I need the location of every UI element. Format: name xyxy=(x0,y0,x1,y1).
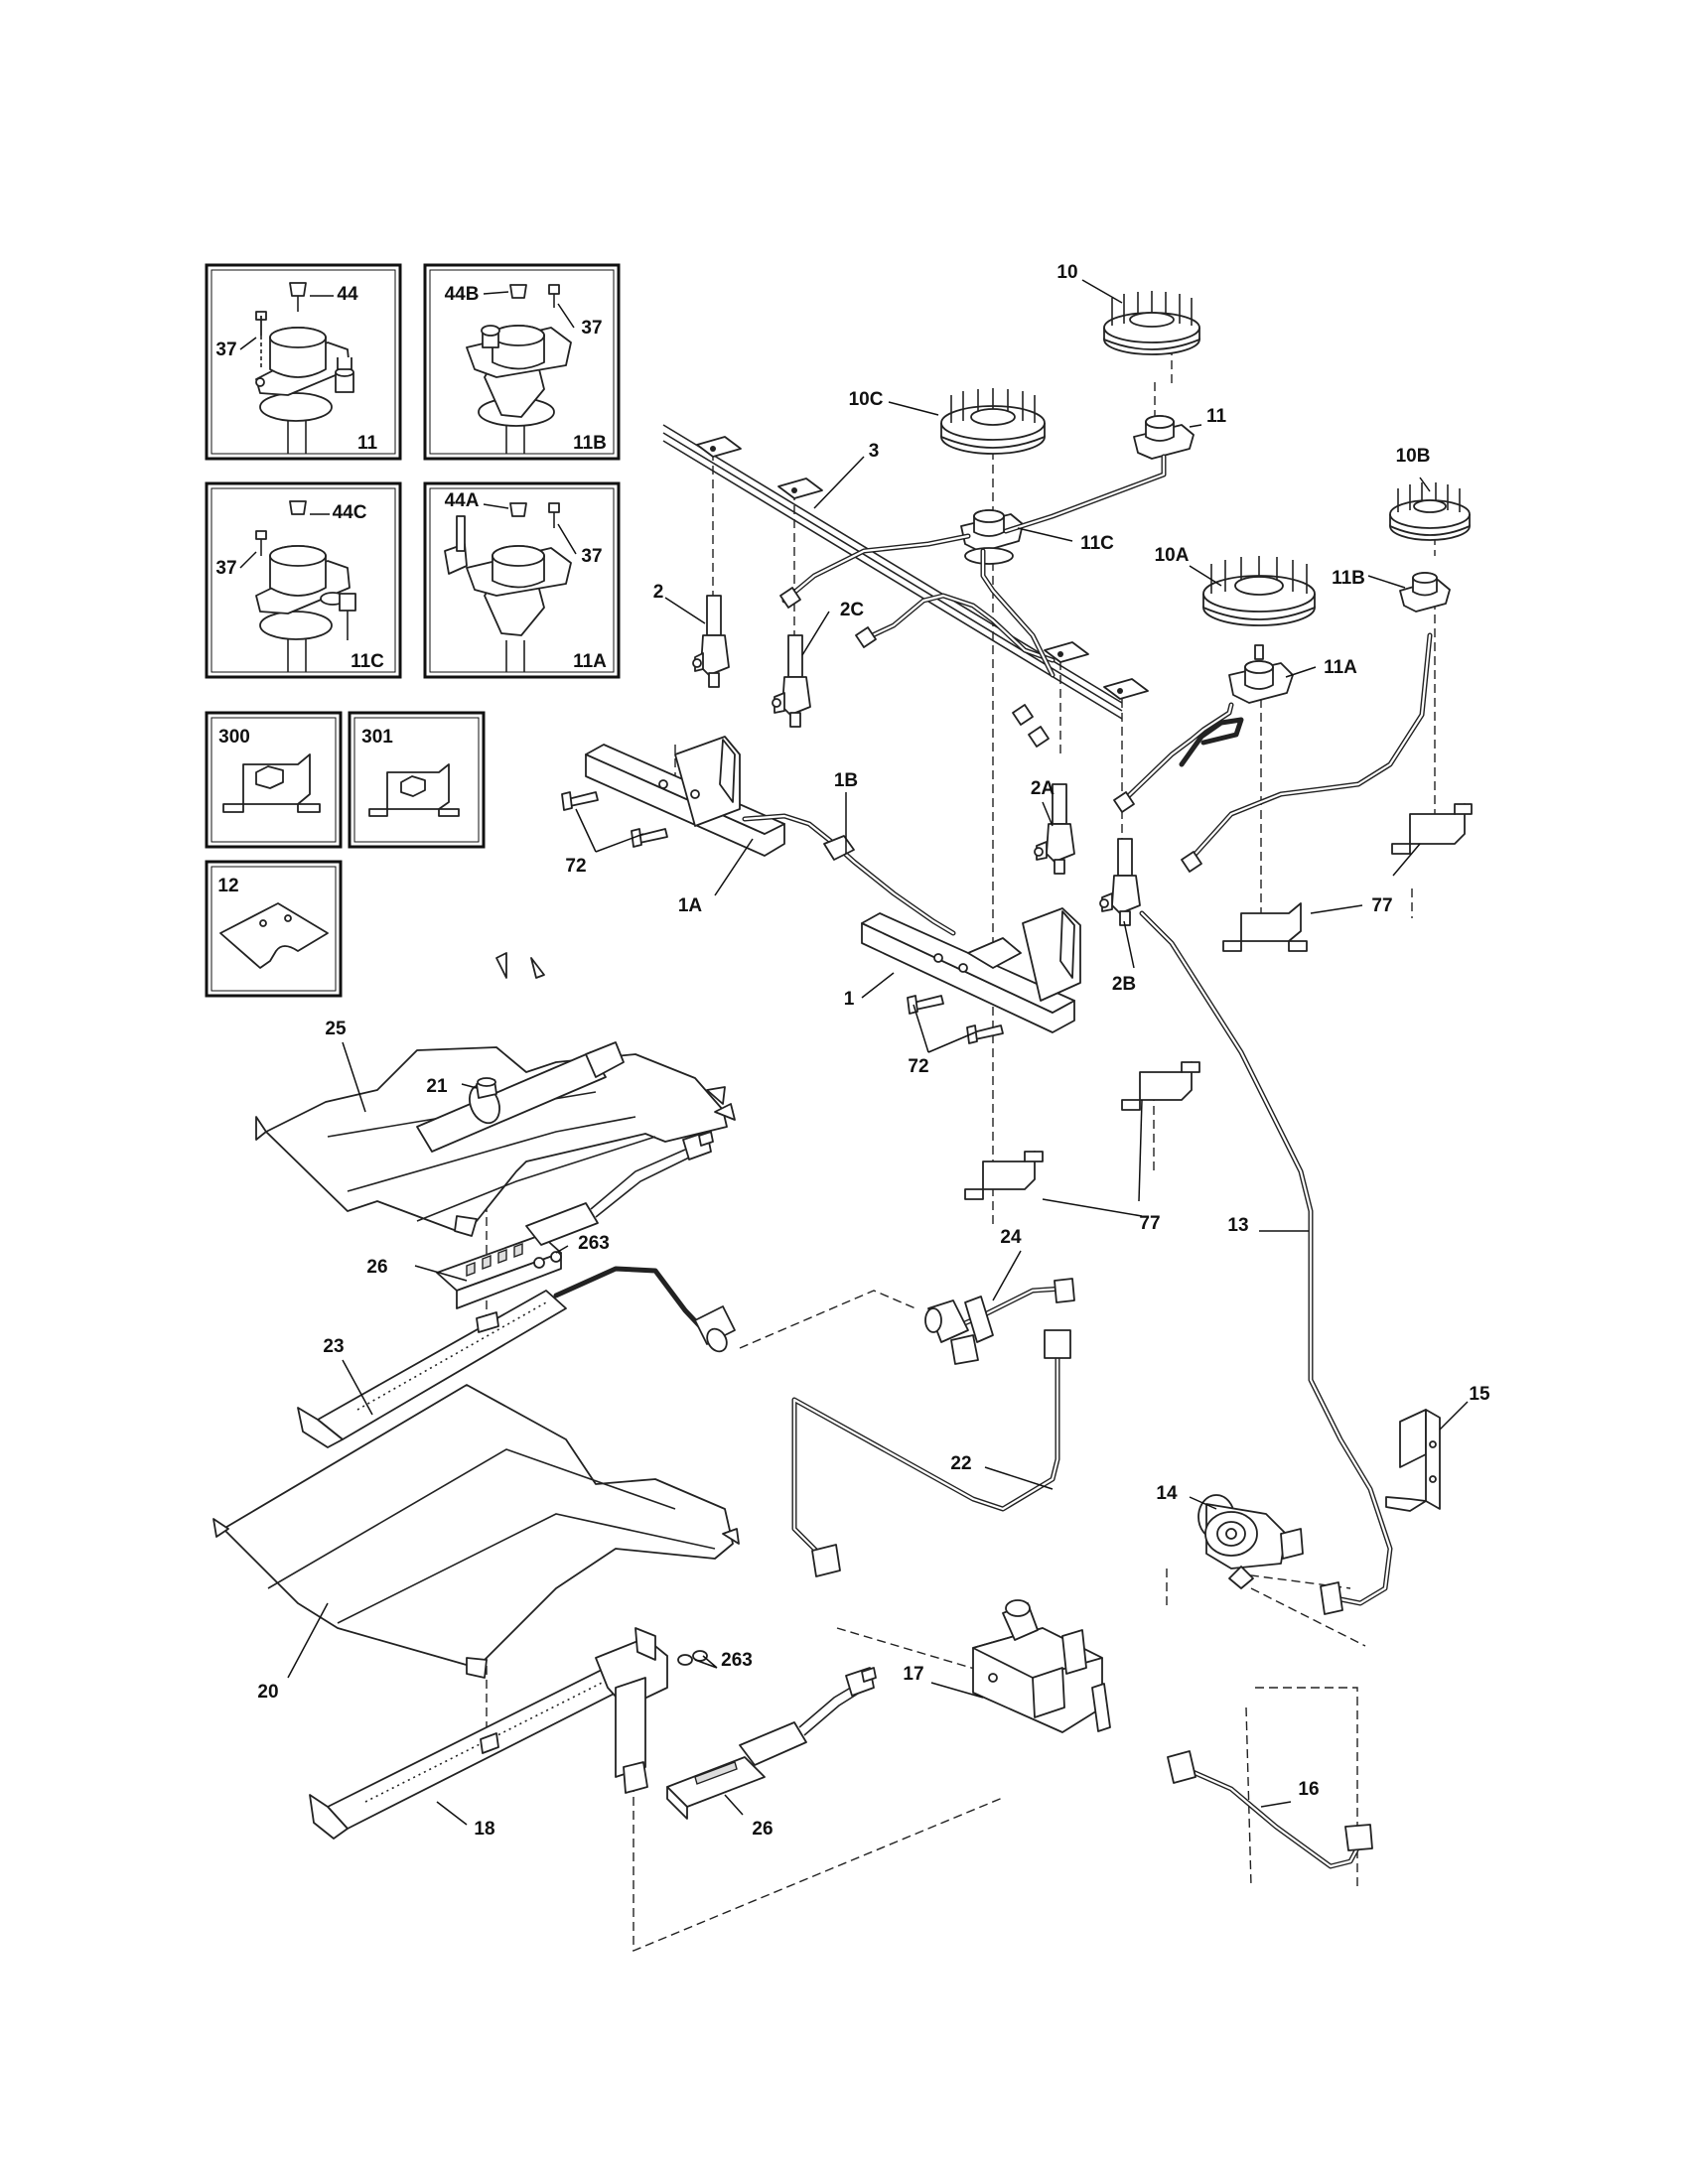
manifold-1 xyxy=(861,907,1081,1033)
inset-11A-caption: 11A xyxy=(573,651,607,672)
callout-26-lower: 26 xyxy=(752,1819,773,1840)
callout-18: 18 xyxy=(474,1819,494,1840)
inset-11B-caption: 11B xyxy=(573,433,607,454)
inset-11C-label-37: 37 xyxy=(215,558,236,579)
callout-1: 1 xyxy=(844,989,855,1010)
manifold-1A xyxy=(585,736,956,936)
callout-263-lower: 263 xyxy=(721,1650,753,1671)
callout-3: 3 xyxy=(869,441,880,462)
callout-1B: 1B xyxy=(834,770,858,791)
callout-11C-main: 11C xyxy=(1080,533,1114,554)
inset-box-11B: 11B 44B 37 xyxy=(423,263,621,461)
valve-2C xyxy=(772,634,811,728)
callout-2A: 2A xyxy=(1031,778,1055,799)
inset-11-caption: 11 xyxy=(357,433,378,454)
inset-11A-label-44A: 44A xyxy=(445,490,480,511)
callout-77-lower: 77 xyxy=(1139,1213,1160,1234)
bracket-77-right-a xyxy=(1222,902,1308,952)
tube-22 xyxy=(791,1329,1071,1577)
washers-263-lower xyxy=(677,1650,708,1666)
regulator-14 xyxy=(1197,1494,1304,1589)
callout-11-main: 11 xyxy=(1206,406,1227,427)
callout-263-upper: 263 xyxy=(578,1233,610,1254)
callout-20: 20 xyxy=(257,1682,278,1703)
shield-20 xyxy=(212,1384,740,1679)
burner-base-11 xyxy=(1133,415,1195,460)
burner-23 xyxy=(297,1266,736,1448)
burner-10B xyxy=(1389,482,1471,541)
igniter-26-upper xyxy=(436,1131,714,1309)
callout-11A-main: 11A xyxy=(1324,657,1357,678)
inset-300-caption: 300 xyxy=(218,727,250,748)
igniter-harness-3 xyxy=(662,424,1149,720)
inset-11C-label-44C: 44C xyxy=(333,502,367,523)
orifice-elbow-24 xyxy=(924,1278,1075,1365)
callout-10B: 10B xyxy=(1396,446,1431,467)
callout-13: 13 xyxy=(1227,1215,1248,1236)
tube-16 xyxy=(1167,1750,1373,1869)
shield-25 xyxy=(255,952,736,1237)
callout-2: 2 xyxy=(653,582,664,603)
callout-10A: 10A xyxy=(1155,545,1190,566)
inset-12-caption: 12 xyxy=(217,876,238,896)
burner-10A xyxy=(1202,556,1316,626)
callout-16: 16 xyxy=(1298,1779,1319,1800)
inset-11B-label-37: 37 xyxy=(581,318,602,339)
callout-22: 22 xyxy=(950,1453,971,1474)
bracket-77-center-a xyxy=(964,1151,1044,1200)
callout-23: 23 xyxy=(323,1336,344,1357)
callout-11B-main: 11B xyxy=(1332,568,1365,589)
valve-2B xyxy=(1099,838,1141,926)
inset-box-11: 11 44 37 xyxy=(205,263,402,461)
screw-72a xyxy=(561,791,668,848)
burner-base-11B xyxy=(1399,572,1451,613)
valve-17 xyxy=(972,1599,1111,1733)
inset-box-11A: 11A 44A 37 xyxy=(423,481,621,679)
callout-2C: 2C xyxy=(840,600,865,620)
callout-72-upper: 72 xyxy=(565,856,586,877)
burner-base-11C xyxy=(960,509,1024,565)
callout-26-upper: 26 xyxy=(366,1257,387,1278)
burner-10 xyxy=(1103,291,1200,355)
callout-24: 24 xyxy=(1000,1227,1022,1248)
burner-base-11A xyxy=(1228,644,1294,704)
inset-box-301: 301 xyxy=(348,711,486,849)
callout-leaders xyxy=(287,279,1469,1826)
callout-15: 15 xyxy=(1469,1384,1490,1405)
inset-11A-label-37: 37 xyxy=(581,546,602,567)
tube-fittings-top xyxy=(779,587,1202,873)
valve-2 xyxy=(692,595,730,688)
callout-labels: 10 10C 11 3 10B 11C 10A 11B 2 2C 11A 1B … xyxy=(257,262,1490,1840)
inset-11C-caption: 11C xyxy=(351,651,384,672)
callout-2B: 2B xyxy=(1112,974,1136,995)
top-gas-tubes xyxy=(781,454,1433,867)
dashed-assembly-lines xyxy=(486,333,1436,1953)
bracket-77-right-b xyxy=(1391,803,1473,855)
nut-21 xyxy=(476,1077,497,1099)
bracket-77-center-b xyxy=(1121,1061,1200,1111)
inset-box-12: 12 xyxy=(205,860,343,998)
callout-1A: 1A xyxy=(678,895,703,916)
callout-14: 14 xyxy=(1156,1483,1178,1504)
inset-11B-label-44B: 44B xyxy=(445,284,480,305)
tube-13 xyxy=(1139,910,1393,1615)
callout-10: 10 xyxy=(1056,262,1077,283)
igniter-26-lower xyxy=(666,1667,877,1820)
bracket-15 xyxy=(1385,1409,1441,1512)
inset-301-caption: 301 xyxy=(361,727,393,748)
inset-box-300: 300 xyxy=(205,711,343,849)
burner-18 xyxy=(309,1627,668,1840)
burner-10C xyxy=(940,388,1046,455)
valve-2A xyxy=(1034,783,1075,875)
inset-11-label-44: 44 xyxy=(337,284,358,305)
inset-11-label-37: 37 xyxy=(215,340,236,360)
callout-17: 17 xyxy=(903,1664,923,1685)
callout-21: 21 xyxy=(426,1076,448,1097)
callout-10C: 10C xyxy=(849,389,884,410)
callout-77-upper: 77 xyxy=(1371,895,1392,916)
callout-72-lower: 72 xyxy=(908,1056,928,1077)
callout-25: 25 xyxy=(325,1019,347,1039)
inset-box-11C: 11C 44C 37 xyxy=(205,481,402,679)
